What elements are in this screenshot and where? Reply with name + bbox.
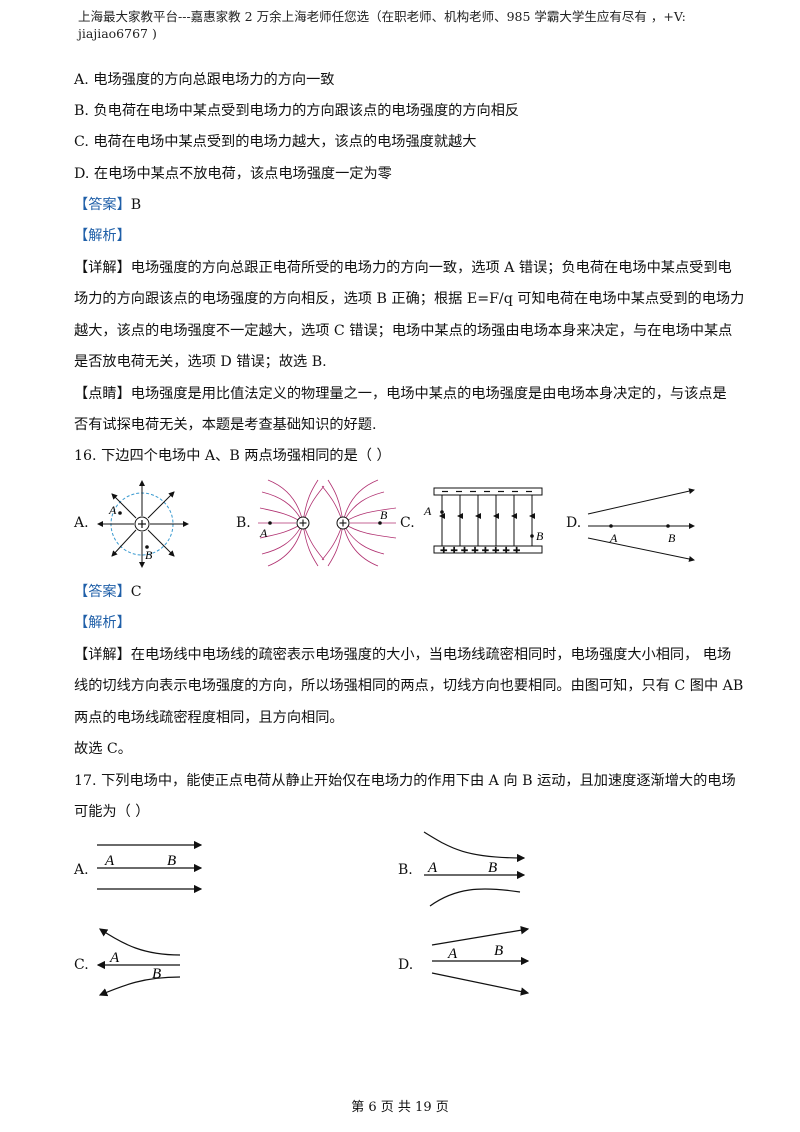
q16c-point-b-label: B <box>536 529 544 543</box>
q16-detail-line-2: 线的切线方向表示电场强度的方向，所以场强相同的两点，切线方向也要相同。由图可知，… <box>74 678 744 694</box>
q17-label-d: D. <box>398 957 414 973</box>
q16-analysis-tag: 【解析】 <box>74 615 131 631</box>
q16-label-a: A. <box>74 515 89 531</box>
q17-label-c: C. <box>74 957 89 973</box>
q17-label-a: A. <box>74 862 89 878</box>
answer-value: B <box>130 197 142 213</box>
detail-tag: 【详解】 <box>74 647 131 663</box>
q16-conclusion: 故选 C。 <box>74 741 132 757</box>
q16-label-c: C. <box>400 515 415 531</box>
q16b-point-b-label: B <box>380 508 388 522</box>
q15-detail-line-1: 【详解】电场强度的方向总跟正电荷所受的电场力的方向一致，选项 A 错误；负电荷在… <box>74 258 732 278</box>
q17b-point-b-label: B <box>488 860 497 876</box>
comment-text: 电场强度是用比值法定义的物理量之一，电场中某点的电场强度是由电场本身决定的，与该… <box>130 386 727 402</box>
q17-stem-line-2: 可能为（ ） <box>74 804 150 820</box>
q16a-point-a-label: A <box>108 503 117 517</box>
q17-stem-line-1: 17. 下列电场中，能使正点电荷从静止开始仅在电场力的作用下由 A 向 B 运动… <box>74 773 736 789</box>
q16c-point-a-label: A <box>423 504 432 518</box>
q16b-point-a-label: A <box>259 526 268 540</box>
q15-option-a: A. 电场强度的方向总跟电场力的方向一致 <box>74 72 335 88</box>
header-line-1: 上海最大家教平台---嘉惠家教 2 万余上海老师任您选（在职老师、机构老师、98… <box>78 9 686 24</box>
q15-option-d: D. 在电场中某点不放电荷，该点电场强度一定为零 <box>74 166 392 182</box>
q17d-point-a-label: A <box>447 946 458 962</box>
answer-value: C <box>130 584 142 600</box>
q15-comment-line-1: 【点睛】电场强度是用比值法定义的物理量之一，电场中某点的电场强度是由电场本身决定… <box>74 384 727 404</box>
page-footer: 第 6 页 共 19 页 <box>351 1100 449 1115</box>
detail-text: 在电场线中电场线的疏密表示电场强度的大小，当电场线疏密相同时，电场强度大小相同，… <box>130 647 732 663</box>
q17-figure-b: A B <box>423 831 526 907</box>
q16-figure-d: A B <box>587 488 695 562</box>
q16-answer: 【答案】C <box>74 582 142 602</box>
q17c-point-a-label: A <box>109 950 120 966</box>
detail-tag: 【详解】 <box>74 260 131 276</box>
q16-detail-line-1: 【详解】在电场线中电场线的疏密表示电场强度的大小，当电场线疏密相同时，电场强度大… <box>74 645 731 665</box>
q17a-point-b-label: B <box>167 853 176 869</box>
q15-detail-line-3: 越大，该点的电场强度不一定越大，选项 C 错误；电场中某点的场强由电场本身来决定… <box>74 323 733 339</box>
q15-option-b: B. 负电荷在电场中某点受到电场力的方向跟该点的电场强度的方向相反 <box>74 103 520 119</box>
q16-label-b: B. <box>236 515 251 531</box>
q15-detail-line-2: 场力的方向跟该点的电场强度的方向相反，选项 B 正确；根据 E=F/q 可知电荷… <box>74 291 745 307</box>
q16-figure-a: A B <box>97 480 189 568</box>
q16-stem: 16. 下边四个电场中 A、B 两点场强相同的是（ ） <box>74 448 391 464</box>
q15-comment-line-2: 否有试探电荷无关，本题是考查基础知识的好题. <box>74 417 377 433</box>
q16d-point-a-label: A <box>609 531 618 545</box>
q17-figure-d: A B <box>431 926 530 996</box>
q17-figure-c: A B <box>96 928 181 997</box>
q15-analysis-tag: 【解析】 <box>74 228 131 244</box>
q16d-point-b-label: B <box>668 531 676 545</box>
q16-figure-b: A B <box>258 479 397 567</box>
q15-answer: 【答案】B <box>74 195 141 215</box>
q17d-point-b-label: B <box>494 943 503 959</box>
q15-detail-line-4: 是否放电荷无关，选项 D 错误；故选 B. <box>74 354 327 370</box>
q17c-point-b-label: B <box>152 966 161 982</box>
answer-tag: 【答案】 <box>74 584 131 600</box>
svg-text:+ + + + + + + +: + + + + + + + + <box>440 546 520 556</box>
q17a-point-a-label: A <box>104 853 115 869</box>
detail-text: 电场强度的方向总跟正电荷所受的电场力的方向一致，选项 A 错误；负电荷在电场中某… <box>130 260 732 276</box>
q16-figure-c: + + + + + + + + A B <box>423 487 544 557</box>
q17b-point-a-label: A <box>427 860 438 876</box>
comment-tag: 【点睛】 <box>74 386 131 402</box>
q16-detail-line-3: 两点的电场线疏密程度相同，且方向相同。 <box>74 710 344 726</box>
q16-label-d: D. <box>566 515 582 531</box>
page-header: 上海最大家教平台---嘉惠家教 2 万余上海老师任您选（在职老师、机构老师、98… <box>78 8 738 42</box>
q16a-point-b-label: B <box>145 548 153 562</box>
header-line-2: jiajiao6767 ) <box>78 26 157 41</box>
q17-figure-a: A B <box>97 840 203 894</box>
q15-option-c: C. 电荷在电场中某点受到的电场力越大，该点的电场强度就越大 <box>74 134 477 150</box>
q17-label-b: B. <box>398 862 413 878</box>
answer-tag: 【答案】 <box>74 197 131 213</box>
